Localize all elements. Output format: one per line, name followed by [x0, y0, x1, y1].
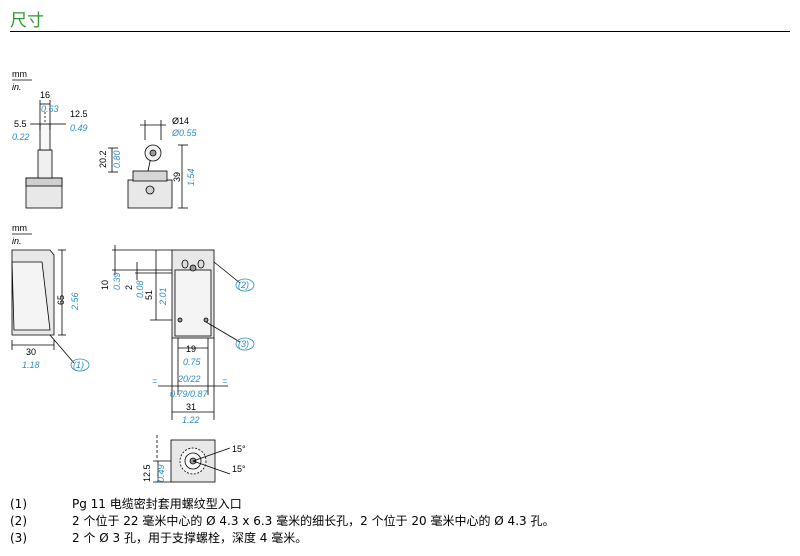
dim-0-49: 0.49: [70, 123, 88, 133]
note-3-number: (3): [10, 531, 27, 545]
dim-5-5: 5.5: [14, 119, 27, 129]
dim-12-5-head: 12.5: [142, 464, 152, 482]
dim-dia-14: Ø14: [172, 116, 189, 126]
callout-1: (1): [73, 360, 84, 370]
callout-3-marker: [235, 337, 255, 351]
dim-51: 51: [144, 290, 154, 300]
body-side-view: [11, 249, 75, 364]
dim-0-22: 0.22: [12, 132, 30, 142]
dim-30: 30: [26, 347, 36, 357]
dim-39: 39: [172, 172, 182, 182]
dim-0-79-0-87: 0.79/0.87: [170, 389, 209, 399]
dim-19: 19: [186, 344, 196, 354]
note-2-text: 2 个位于 22 毫米中心的 Ø 4.3 x 6.3 毫米的细长孔，2 个位于 …: [72, 514, 555, 528]
callout-1-marker: [70, 358, 90, 372]
callout-3: (3): [238, 339, 249, 349]
roller-lever-view: [108, 120, 188, 209]
dim-0-08: 0.08: [135, 280, 145, 298]
dim-1-22: 1.22: [182, 415, 200, 425]
callout-2-marker: [235, 278, 255, 292]
note-2-number: (2): [10, 514, 27, 528]
callout-2: (2): [238, 280, 249, 290]
note-1-number: (1): [10, 497, 27, 511]
plunger-side-view: [25, 100, 66, 209]
unit-mm-label: mm: [12, 69, 27, 79]
dim-equal-right: =: [222, 376, 227, 386]
unit-in-label-2: in.: [12, 236, 22, 246]
note-1-text: Pg 11 电缆密封套用螺纹型入口: [72, 497, 242, 511]
dim-2: 2: [124, 285, 134, 290]
dim-0-75: 0.75: [183, 357, 202, 367]
unit-legend-bottom: mm in.: [12, 223, 32, 246]
unit-legend-top: mm in.: [12, 69, 32, 92]
head-top-view: [153, 435, 231, 483]
unit-mm-label-2: mm: [12, 223, 27, 233]
dimension-drawings: mm in. 16 0.63 5.5 0.22 12.5 0.49: [11, 69, 255, 483]
dim-0-63: 0.63: [41, 104, 59, 114]
dim-0-39: 0.39: [112, 272, 122, 290]
unit-in-label: in.: [12, 82, 22, 92]
title-divider: [10, 31, 790, 32]
dim-16: 16: [40, 90, 50, 100]
note-3-text: 2 个 Ø 3 孔，用于支撑螺栓，深度 4 毫米。: [72, 531, 308, 545]
dim-equal-left: =: [152, 376, 157, 386]
dim-1-54: 1.54: [186, 168, 196, 186]
page-title: 尺寸: [10, 11, 44, 31]
body-front-view: [112, 245, 241, 420]
dim-1-18: 1.18: [22, 360, 40, 370]
dim-0-49-head: 0.49: [156, 464, 166, 482]
dim-12-5: 12.5: [70, 109, 88, 119]
angle-15-lower: 15°: [232, 464, 246, 474]
angle-15-upper: 15°: [232, 444, 246, 454]
dim-20-22: 20/22: [177, 374, 201, 384]
dim-31: 31: [186, 402, 196, 412]
dim-dia-0-55: Ø0.55: [171, 128, 198, 138]
dim-2-01: 2.01: [158, 287, 168, 306]
dim-20-2: 20.2: [98, 150, 108, 168]
dim-2-56: 2.56: [70, 292, 80, 311]
dim-0-80: 0.80: [112, 150, 122, 168]
dim-65: 65: [56, 295, 66, 305]
dim-10: 10: [100, 280, 110, 290]
